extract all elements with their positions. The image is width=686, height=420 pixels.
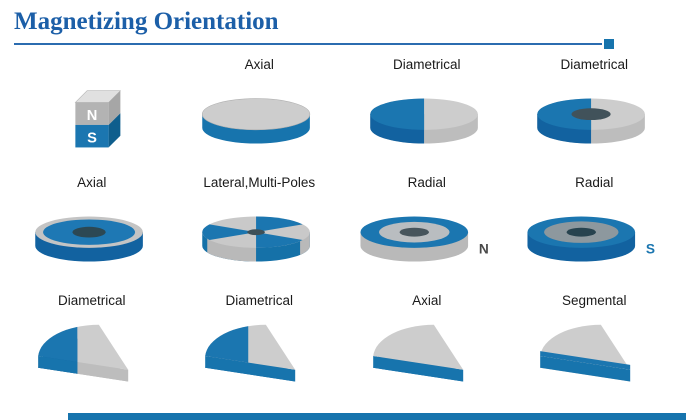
cell-label: Lateral,Multi-Poles [203,174,316,190]
radial-ring-n-graphic: N [360,216,489,262]
cell-diametrical-ring: Diametrical [511,55,679,173]
cell-axial-ring: Axial [8,173,176,291]
underline-rule [14,42,602,45]
cell-segmental-arc: Segmental [511,291,679,409]
underline-end-square [604,38,614,49]
cell-lateral-multipole-disc: Lateral,Multi-Poles [176,173,344,291]
orientation-grid: N S Axial Diametrical [0,49,686,409]
cell-diametrical-arc-2: Diametrical [176,291,344,409]
cell-axial-disc: Axial [176,55,344,173]
cell-label: Diametrical [560,56,628,72]
diametrical-arc-graphic [37,324,128,381]
cell-radial-ring-s: Radial S [511,173,679,291]
cell-label: Diametrical [57,292,126,308]
cell-label: Diametrical [392,56,461,72]
south-pole-label: S [87,130,97,146]
cell-diametrical-arc-1: Diametrical [8,291,176,409]
cell-label: Radial [407,174,446,190]
title-underline [14,38,614,49]
cell-label: Segmental [561,292,627,308]
diametrical-disc-graphic [370,98,478,144]
page-title: Magnetizing Orientation [14,8,279,35]
axial-ring-graphic [35,216,143,262]
diametrical-ring-graphic [537,98,646,144]
north-pole-label: N [86,108,97,124]
cell-label: Diametrical [225,292,293,308]
north-pole-label: N [479,241,489,256]
header: Magnetizing Orientation [0,0,686,49]
cell-axial-arc: Axial [343,291,511,409]
cell-label: Radial [575,174,614,190]
footer-bar [68,413,686,420]
diametrical-arc-graphic [205,324,296,381]
cell-diametrical-disc: Diametrical [343,55,511,173]
axial-disc-graphic [202,97,311,144]
segmental-arc-graphic [540,324,631,381]
south-pole-label: S [646,241,655,256]
block-magnet-graphic: N S [74,89,121,147]
radial-ring-s-graphic: S [527,216,655,262]
cell-label: Axial [412,292,442,308]
cell-label: Axial [77,174,107,190]
cell-radial-ring-n: Radial N [343,173,511,291]
cell-label: Axial [244,56,274,72]
axial-arc-graphic [372,324,463,381]
lateral-multipole-disc-graphic [202,216,311,262]
cell-block-magnet: N S [8,55,176,173]
